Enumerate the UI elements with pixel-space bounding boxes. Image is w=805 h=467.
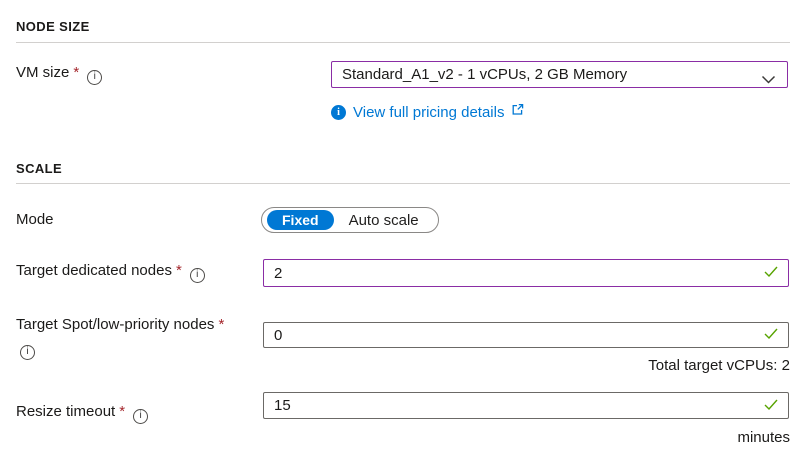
resize-timeout-unit: minutes	[737, 429, 790, 446]
required-asterisk: *	[119, 403, 126, 420]
vm-size-label: VM size*i	[16, 64, 103, 85]
section-title-node-size: NODE SIZE	[16, 19, 90, 34]
info-icon[interactable]: i	[87, 69, 103, 85]
target-dedicated-nodes-input[interactable]	[263, 259, 789, 287]
pricing-link-label: View full pricing details	[353, 103, 505, 121]
info-icon[interactable]: i	[189, 267, 205, 283]
section-divider	[16, 183, 790, 184]
info-filled-icon: i	[331, 104, 346, 120]
mode-label: Mode	[16, 211, 54, 228]
section-divider	[16, 42, 790, 43]
target-spot-nodes-input[interactable]	[263, 322, 789, 348]
section-title-scale: SCALE	[16, 161, 63, 176]
target-spot-nodes-label: Target Spot/low-priority nodes* i	[16, 314, 278, 360]
checkmark-icon	[764, 397, 778, 415]
checkmark-icon	[764, 326, 778, 344]
total-vcpus-text: Total target vCPUs: 2	[648, 357, 790, 374]
info-icon[interactable]: i	[20, 344, 35, 360]
external-link-icon	[511, 103, 524, 121]
resize-timeout-label: Resize timeout*i	[16, 403, 149, 424]
required-asterisk: *	[175, 262, 182, 279]
resize-timeout-input[interactable]	[263, 392, 789, 419]
target-dedicated-nodes-label: Target dedicated nodes*i	[16, 262, 205, 283]
mode-toggle: Fixed Auto scale	[261, 207, 439, 233]
vm-size-dropdown-value: Standard_A1_v2 - 1 vCPUs, 2 GB Memory	[342, 66, 628, 83]
info-icon[interactable]: i	[133, 408, 149, 424]
chevron-down-icon	[761, 71, 776, 88]
required-asterisk: *	[73, 64, 80, 81]
vm-size-dropdown[interactable]: Standard_A1_v2 - 1 vCPUs, 2 GB Memory	[331, 61, 788, 88]
mode-option-auto-scale[interactable]: Auto scale	[348, 211, 419, 229]
checkmark-icon	[764, 264, 778, 282]
required-asterisk: *	[218, 316, 225, 333]
pricing-details-link[interactable]: i View full pricing details	[331, 103, 524, 121]
mode-option-fixed[interactable]: Fixed	[267, 210, 334, 230]
